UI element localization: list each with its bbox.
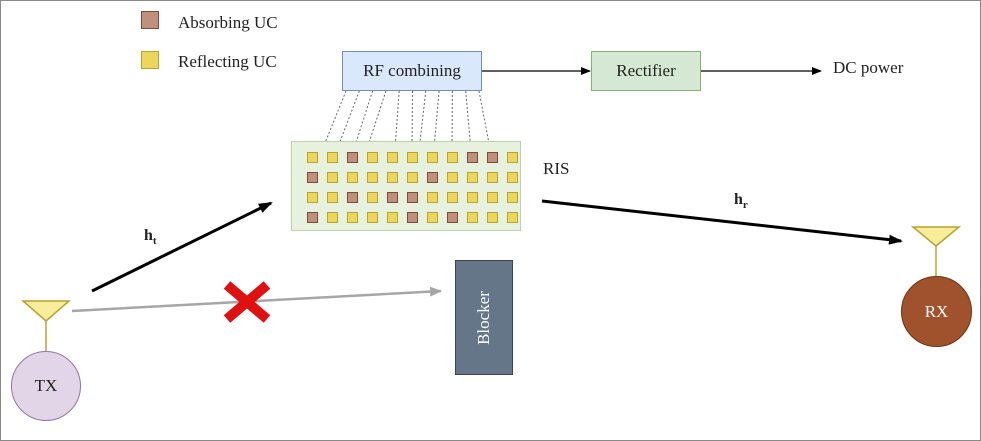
reflecting-unit-cell <box>467 172 478 183</box>
legend-label-absorbing: Absorbing UC <box>178 13 278 32</box>
absorbing-unit-cell <box>347 152 358 163</box>
reflecting-unit-cell <box>347 172 358 183</box>
reflecting-unit-cell <box>347 212 358 223</box>
absorbing-unit-cell <box>427 172 438 183</box>
channel-label-ht: ht <box>144 227 157 247</box>
rx-antenna-icon <box>910 226 962 276</box>
channel-hr-symbol: h <box>734 191 743 208</box>
rx-node: RX <box>901 276 972 347</box>
reflecting-unit-cell <box>467 212 478 223</box>
rectifier-block: Rectifier <box>591 51 701 91</box>
reflecting-unit-cell <box>407 152 418 163</box>
absorbing-unit-cell <box>407 212 418 223</box>
blocker-label: Blocker <box>473 290 493 345</box>
reflecting-unit-cell <box>507 212 518 223</box>
absorbing-unit-cell <box>487 152 498 163</box>
channel-ht-symbol: h <box>144 227 153 244</box>
reflecting-unit-cell <box>507 172 518 183</box>
reflecting-unit-cell <box>327 192 338 203</box>
absorbing-unit-cell <box>467 152 478 163</box>
reflecting-unit-cell <box>447 152 458 163</box>
reflecting-unit-cell <box>327 212 338 223</box>
reflecting-unit-cell <box>367 212 378 223</box>
reflecting-unit-cell <box>307 152 318 163</box>
reflecting-unit-cell <box>387 212 398 223</box>
arrow-tx-to-blocker <box>71 286 442 313</box>
rf-combining-label: RF combining <box>363 61 461 80</box>
reflecting-unit-cell <box>427 152 438 163</box>
tx-label: TX <box>34 376 58 395</box>
absorbing-unit-cell <box>307 212 318 223</box>
reflecting-unit-cell <box>367 152 378 163</box>
absorbing-unit-cell <box>407 192 418 203</box>
reflecting-unit-cell <box>367 172 378 183</box>
absorbing-unit-cell <box>307 172 318 183</box>
reflecting-unit-cell <box>447 192 458 203</box>
dotted-link <box>465 90 472 157</box>
rx-label: RX <box>924 301 949 321</box>
x-mark-icon <box>223 281 271 323</box>
legend-swatch-absorbing <box>141 11 159 29</box>
absorbing-unit-cell <box>387 192 398 203</box>
channel-hr-subscript: r <box>742 199 748 212</box>
absorbing-unit-cell <box>447 212 458 223</box>
tx-node: TX <box>11 351 81 421</box>
reflecting-unit-cell <box>427 212 438 223</box>
reflecting-unit-cell <box>487 192 498 203</box>
reflecting-unit-cell <box>427 192 438 203</box>
reflecting-unit-cell <box>387 152 398 163</box>
reflecting-unit-cell <box>307 192 318 203</box>
legend-swatch-reflecting <box>141 51 159 69</box>
reflecting-unit-cell <box>367 192 378 203</box>
arrow-ris-to-rx <box>541 199 903 245</box>
reflecting-unit-cell <box>467 192 478 203</box>
rectifier-label: Rectifier <box>616 61 676 80</box>
channel-ht-subscript: t <box>152 235 157 248</box>
legend-label-reflecting: Reflecting UC <box>178 52 277 71</box>
reflecting-unit-cell <box>507 152 518 163</box>
arrow-tx-to-ris <box>91 201 273 293</box>
ris-label: RIS <box>543 159 570 178</box>
reflecting-unit-cell <box>447 172 458 183</box>
rf-combining-block: RF combining <box>342 51 482 91</box>
reflecting-unit-cell <box>387 172 398 183</box>
blocker-block: Blocker <box>455 260 513 375</box>
reflecting-unit-cell <box>407 172 418 183</box>
reflecting-unit-cell <box>327 152 338 163</box>
channel-label-hr: hr <box>734 191 748 211</box>
reflecting-unit-cell <box>487 172 498 183</box>
reflecting-unit-cell <box>507 192 518 203</box>
absorbing-unit-cell <box>347 192 358 203</box>
reflecting-unit-cell <box>327 172 338 183</box>
dc-power-label: DC power <box>833 58 904 77</box>
tx-antenna-icon <box>20 300 72 351</box>
dotted-link <box>478 90 492 157</box>
reflecting-unit-cell <box>487 212 498 223</box>
ris-panel <box>291 141 521 231</box>
